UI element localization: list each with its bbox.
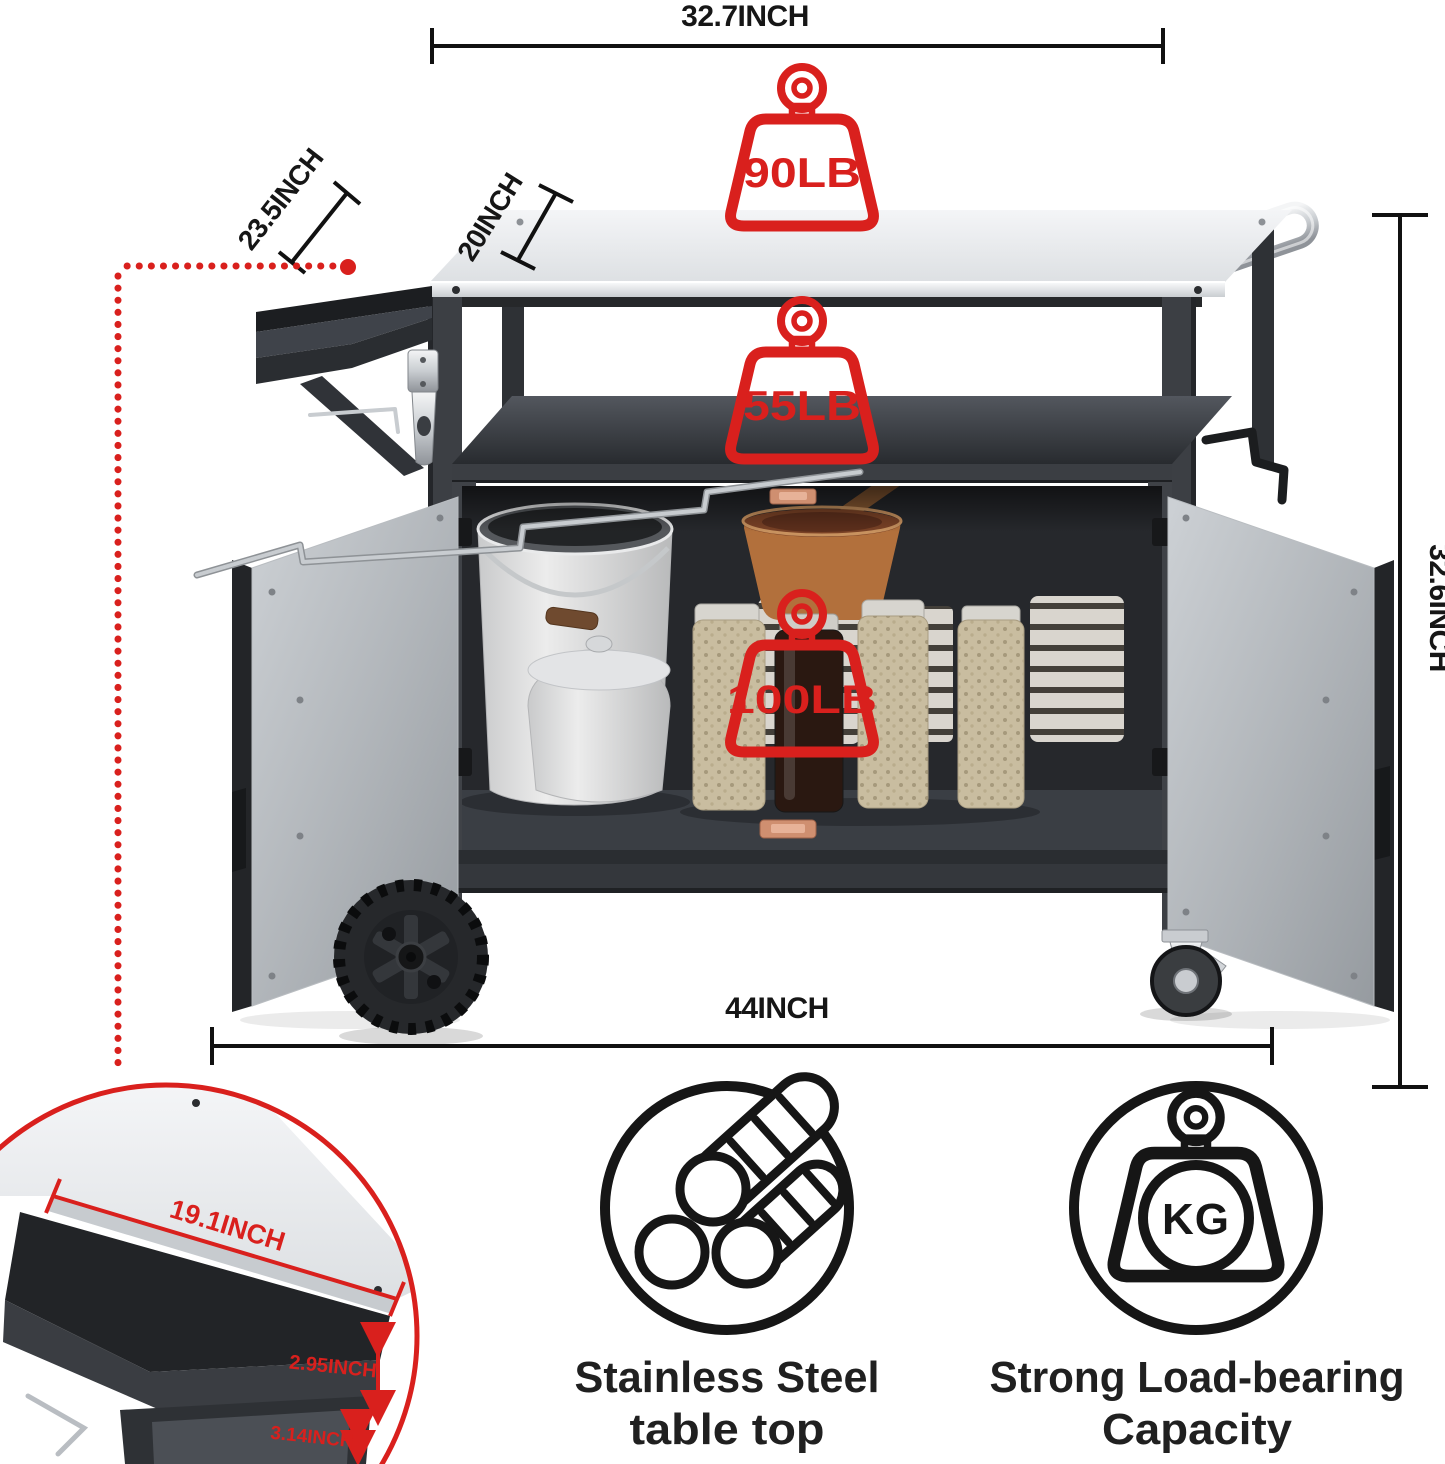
feature-load-bearing: KG Strong Load-bearing Capacity [990, 1081, 1405, 1454]
cart-illustration [193, 201, 1394, 1045]
top-width-label: 32.7INCH [681, 0, 809, 33]
door-screws [1182, 514, 1358, 980]
steel-pipes-icon-detail [634, 1072, 848, 1290]
kg-weight-icon-detail: KG [1114, 1093, 1278, 1276]
cabinet [440, 482, 1184, 893]
left-door-open [232, 496, 460, 1029]
feature-load-line1: Strong Load-bearing [990, 1353, 1405, 1402]
side-shelf [256, 286, 432, 476]
tabletop-capacity-label: 90LB [743, 149, 861, 196]
door-latch-bottom-inner [771, 824, 805, 833]
enamel-pot [527, 635, 671, 803]
inset-circle-outline [0, 1082, 420, 1464]
back-right-leg [1252, 212, 1274, 464]
right-caster [1140, 929, 1232, 1021]
inset-detail: 19.1INCH 2.95INCH 3.14INCH [0, 1082, 420, 1464]
feature-stainless: Stainless Steel table top [575, 1072, 880, 1454]
cabinet-capacity-label: 100LB [727, 678, 877, 722]
height-label: 32.6INCH [1423, 544, 1445, 672]
overall-width-label: 44INCH [725, 992, 829, 1025]
right-door-open [1167, 496, 1394, 1029]
side-hook [1201, 427, 1289, 505]
kg-unit-label: KG [1162, 1195, 1230, 1244]
door-latch-top-inner [779, 492, 807, 500]
feature-load-line2: Capacity [1102, 1405, 1293, 1454]
plate-stack [1030, 596, 1124, 742]
towel-rack-wire [193, 407, 864, 579]
hinge [1152, 748, 1170, 776]
bottle-opener [407, 349, 439, 466]
middle-shelf-capacity-label: 55LB [743, 382, 861, 429]
storage-jars [692, 599, 1025, 813]
tabletop-capacity-icon [731, 67, 874, 226]
cabinet-contents [462, 486, 1162, 866]
left-wheel [333, 879, 489, 1045]
tabletop [430, 210, 1292, 307]
depth-label: 23.5INCH [232, 143, 330, 256]
capacity-badges: 90LB 55LB 100LB [727, 67, 877, 752]
feature-stainless-line1: Stainless Steel [575, 1353, 880, 1402]
hinge [1152, 518, 1170, 546]
red-dotted-leader [114, 259, 356, 1076]
feature-stainless-line2: table top [630, 1405, 825, 1454]
